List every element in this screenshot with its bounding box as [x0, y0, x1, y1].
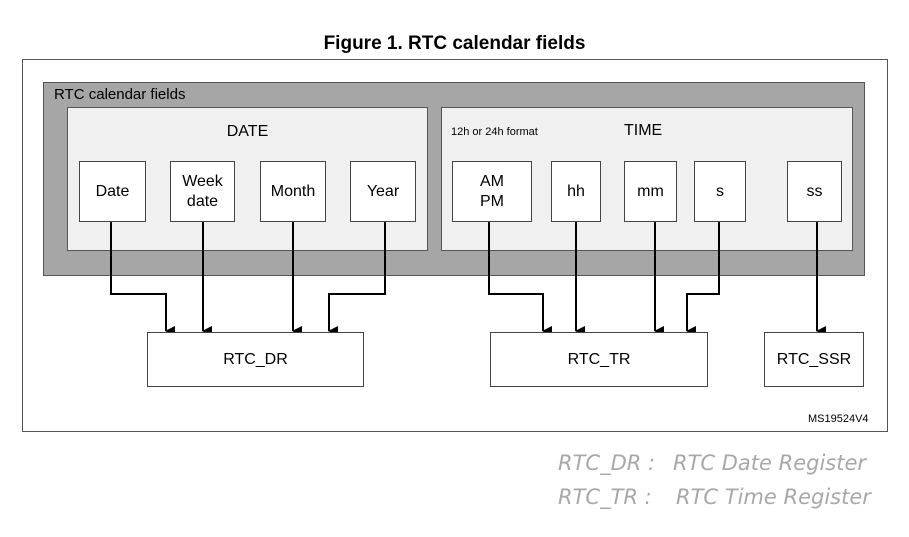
date-group-title: DATE: [226, 123, 269, 140]
calendar-fields-label: RTC calendar fields: [54, 86, 186, 103]
register-rtc-ssr: RTC_SSR: [764, 332, 864, 387]
field-week-date: Week date: [170, 161, 235, 222]
legend-tr-desc: RTC Time Register: [676, 485, 871, 509]
field-month-label: Month: [270, 182, 316, 200]
field-month: Month: [260, 161, 326, 222]
field-pm-label: PM: [480, 192, 504, 210]
field-year: Year: [350, 161, 416, 222]
field-mm: mm: [624, 161, 677, 222]
field-hh: hh: [551, 161, 601, 222]
figure-ref-code: MS19524V4: [808, 413, 869, 425]
register-rtc-tr: RTC_TR: [490, 332, 708, 387]
field-week-date-line2: date: [186, 192, 219, 210]
field-mm-label: mm: [637, 182, 664, 200]
field-year-label: Year: [366, 182, 400, 200]
legend-tr-term: RTC_TR :: [558, 485, 652, 509]
field-hh-label: hh: [567, 182, 585, 200]
field-s-label: s: [716, 182, 724, 200]
register-rtc-dr-label: RTC_DR: [223, 350, 288, 368]
arrow-ampm-to-tr: [488, 222, 552, 336]
format-note: 12h or 24h format: [451, 126, 538, 138]
field-am-pm: AM PM: [452, 161, 532, 222]
field-ss-label: ss: [806, 182, 823, 200]
legend-dr-term: RTC_DR :: [558, 451, 656, 475]
field-am-label: AM: [480, 172, 504, 190]
field-week-date-line1: Week: [182, 172, 223, 190]
register-rtc-ssr-label: RTC_SSR: [776, 350, 852, 368]
field-date-label: Date: [95, 182, 130, 200]
figure-title: Figure 1. RTC calendar fields: [323, 33, 586, 54]
arrow-year-to-dr: [328, 222, 386, 336]
legend-dr-desc: RTC Date Register: [673, 451, 867, 475]
arrow-date-to-dr: [110, 222, 175, 336]
field-ss: ss: [787, 161, 842, 222]
arrow-s-to-tr: [686, 222, 720, 336]
field-date: Date: [79, 161, 146, 222]
register-rtc-tr-label: RTC_TR: [567, 350, 631, 368]
time-group-title: TIME: [624, 122, 663, 139]
field-s: s: [694, 161, 746, 222]
register-rtc-dr: RTC_DR: [147, 332, 364, 387]
